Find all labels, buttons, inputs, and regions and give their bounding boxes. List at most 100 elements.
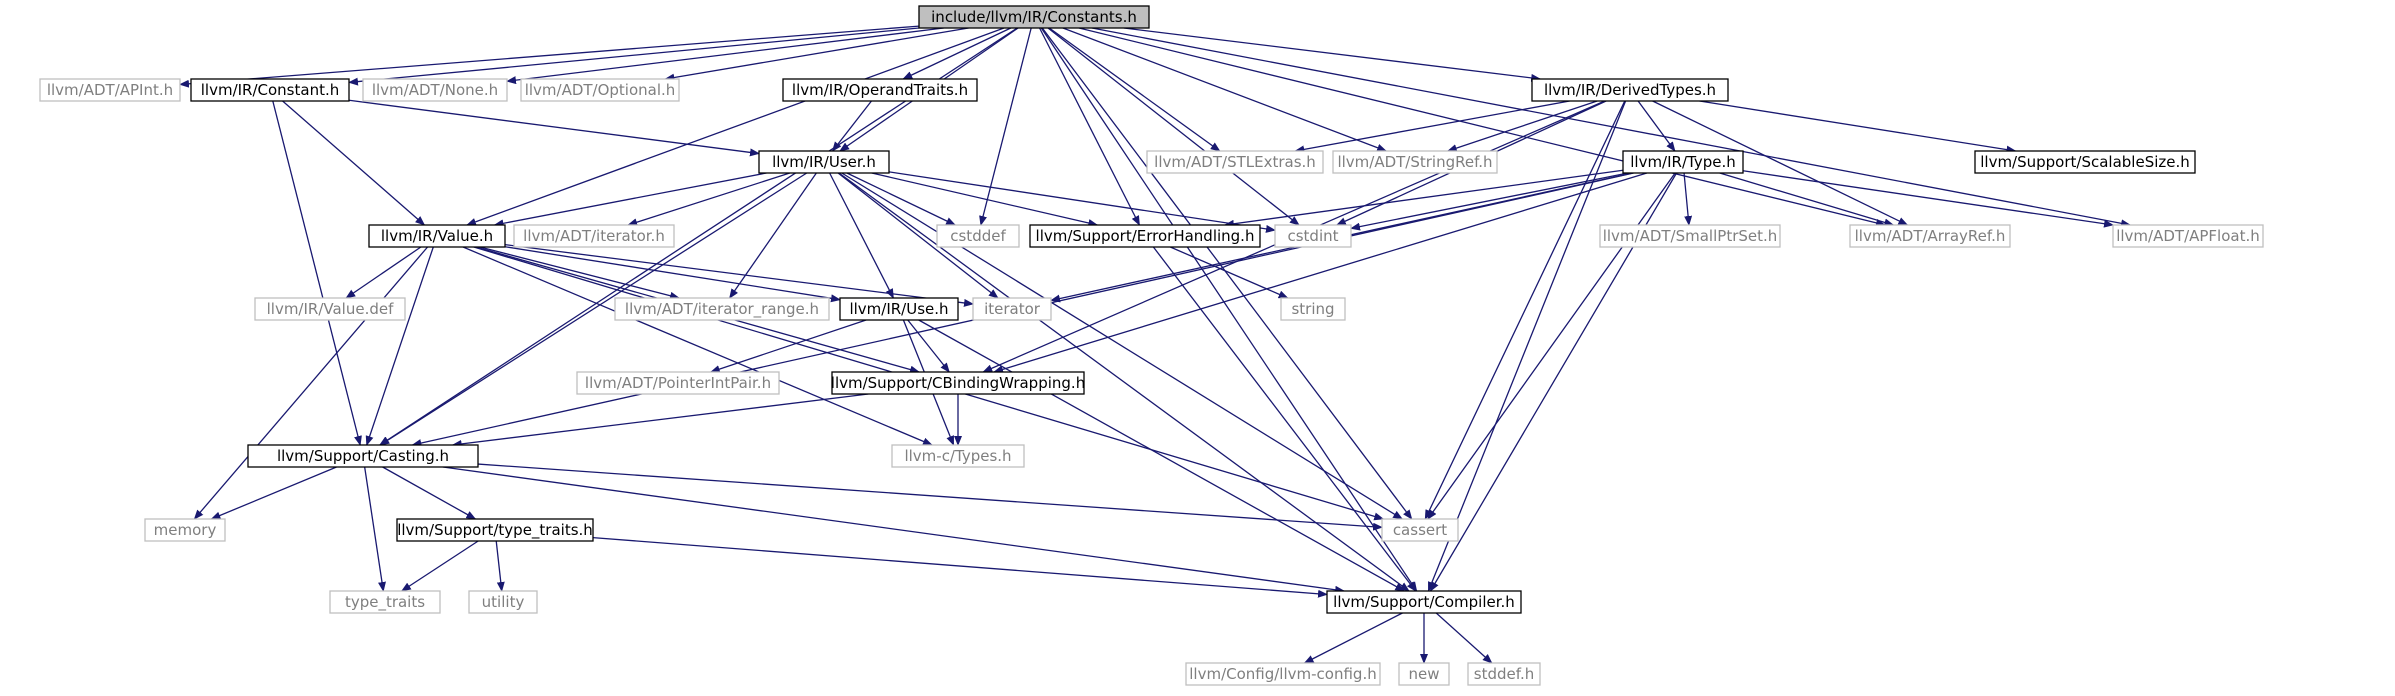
node-new: new: [1398, 662, 1450, 686]
node-smallptrset: llvm/ADT/SmallPtrSet.h: [1599, 224, 1781, 248]
edge-constants-to-stringref: [1062, 27, 1388, 152]
edge-user-to-compiler: [838, 172, 1410, 592]
edge-use-to-cbinding: [907, 319, 950, 373]
node-box: [247, 444, 479, 468]
node-casting[interactable]: llvm/Support/Casting.h: [247, 444, 479, 468]
edge-type-to-apfloat: [1742, 170, 2114, 228]
node-box: [144, 518, 226, 542]
node-user[interactable]: llvm/IR/User.h: [758, 150, 890, 174]
node-string: string: [1280, 297, 1346, 321]
node-constant[interactable]: llvm/IR/Constant.h: [190, 78, 350, 102]
edge-constant-to-casting: [272, 100, 362, 446]
node-label: llvm/ADT/iterator.h: [523, 227, 665, 245]
node-compiler[interactable]: llvm/Support/Compiler.h: [1326, 590, 1522, 614]
node-box: [1622, 150, 1744, 174]
node-box: [329, 590, 441, 614]
node-typetraits: type_traits: [329, 590, 441, 614]
edge-constant-to-user: [348, 99, 760, 157]
node-box: [918, 5, 1150, 29]
edge-user-to-errorhandling: [871, 172, 1099, 227]
node-box: [368, 224, 506, 248]
edge-user-to-value: [493, 172, 767, 228]
node-label: llvm/ADT/APFloat.h: [2116, 227, 2260, 245]
node-type[interactable]: llvm/IR/Type.h: [1622, 150, 1744, 174]
edge-constants-to-apint: [179, 25, 920, 88]
node-label: llvm/IR/Constant.h: [201, 81, 340, 99]
node-operandtraits[interactable]: llvm/IR/OperandTraits.h: [782, 78, 978, 102]
edge-compiler-to-stddef: [1435, 612, 1493, 664]
node-label: llvm/ADT/STLExtras.h: [1154, 153, 1316, 171]
node-label: llvm/IR/Value.def: [267, 300, 394, 318]
node-box: [1280, 297, 1346, 321]
node-label: llvm/Support/Compiler.h: [1333, 593, 1515, 611]
node-none: llvm/ADT/None.h: [362, 78, 508, 102]
node-box: [1029, 224, 1261, 248]
edge-errorhandling-to-string: [1170, 246, 1289, 299]
node-box: [190, 78, 350, 102]
edge-derivedtypes-to-type: [1637, 100, 1676, 152]
node-cbinding[interactable]: llvm/Support/CBindingWrapping.h: [831, 371, 1085, 395]
edge-derivedtypes-to-arrayref: [1652, 100, 1909, 226]
edge-cbinding-to-casting: [451, 393, 869, 448]
node-derivedtypes[interactable]: llvm/IR/DerivedTypes.h: [1531, 78, 1729, 102]
node-stlextras: llvm/ADT/STLExtras.h: [1146, 150, 1324, 174]
node-box: [254, 297, 406, 321]
edge-type-to-cstdint: [1350, 172, 1629, 231]
node-value[interactable]: llvm/IR/Value.h: [368, 224, 506, 248]
edge-constants-to-cstdint: [1047, 27, 1300, 226]
node-label: type_traits: [345, 593, 425, 612]
node-box: [936, 224, 1020, 248]
edge-value-to-memory: [193, 246, 429, 520]
node-use[interactable]: llvm/IR/Use.h: [839, 297, 959, 321]
node-scalablesize[interactable]: llvm/Support/ScalableSize.h: [1974, 150, 2196, 174]
node-box: [1467, 662, 1541, 686]
edge-use-to-compiler: [918, 319, 1406, 592]
node-box: [839, 297, 959, 321]
edge-user-to-casting: [379, 172, 808, 446]
node-box: [1274, 224, 1352, 248]
node-iteratorrange: llvm/ADT/iterator_range.h: [614, 297, 830, 321]
node-label: llvm/IR/Use.h: [849, 300, 948, 318]
node-label: llvm/IR/OperandTraits.h: [792, 81, 968, 99]
edge-constants-to-errorhandling: [1038, 27, 1141, 226]
node-pointerintpair: llvm/ADT/PointerIntPair.h: [576, 371, 780, 395]
node-box: [972, 297, 1052, 321]
edge-constants-to-optional: [664, 27, 969, 82]
node-label: llvm/IR/Type.h: [1630, 153, 1736, 171]
node-box: [1185, 662, 1381, 686]
dependency-edges: [179, 25, 2132, 664]
node-cstdint: cstdint: [1274, 224, 1352, 248]
node-label: llvm/Config/llvm-config.h: [1189, 665, 1376, 683]
dependency-nodes: include/llvm/IR/Constants.hllvm/ADT/APIn…: [39, 5, 2264, 686]
edge-typetraitsh-to-compiler: [592, 536, 1328, 598]
node-cstddef: cstddef: [936, 224, 1020, 248]
node-label: cstddef: [950, 227, 1006, 245]
node-label: llvm/IR/User.h: [772, 153, 876, 171]
edge-constants-to-none: [506, 27, 944, 85]
node-label: llvm/ADT/Optional.h: [525, 81, 676, 99]
node-label: stddef.h: [1474, 665, 1534, 683]
edge-user-to-cstdint: [888, 171, 1276, 233]
node-valuedef: llvm/IR/Value.def: [254, 297, 406, 321]
edge-casting-to-typetraits: [364, 466, 386, 592]
edge-casting-to-cassert: [477, 463, 1383, 531]
edge-value-to-iteratorrange: [479, 246, 681, 300]
node-stddef: stddef.h: [1467, 662, 1541, 686]
edge-typetraitsh-to-typetraits: [400, 540, 479, 592]
edge-derivedtypes-to-stlextras: [1294, 100, 1570, 154]
node-label: llvm/ADT/APInt.h: [47, 81, 173, 99]
edge-errorhandling-to-compiler: [1152, 246, 1417, 592]
edge-casting-to-memory: [210, 466, 337, 520]
node-typetraitsh[interactable]: llvm/Support/type_traits.h: [396, 518, 594, 542]
node-stringref: llvm/ADT/StringRef.h: [1332, 150, 1498, 174]
edge-value-to-valuedef: [345, 246, 422, 299]
edge-constants-to-constant: [348, 27, 920, 86]
node-iterator: iterator: [972, 297, 1052, 321]
node-apfloat: llvm/ADT/APFloat.h: [2112, 224, 2264, 248]
node-label: cassert: [1393, 521, 1447, 539]
edge-constants-to-apfloat: [1091, 27, 2132, 228]
edge-derivedtypes-to-scalablesize: [1699, 100, 2017, 154]
edge-constants-to-cassert: [1041, 27, 1413, 520]
node-errorhandling[interactable]: llvm/Support/ErrorHandling.h: [1029, 224, 1261, 248]
